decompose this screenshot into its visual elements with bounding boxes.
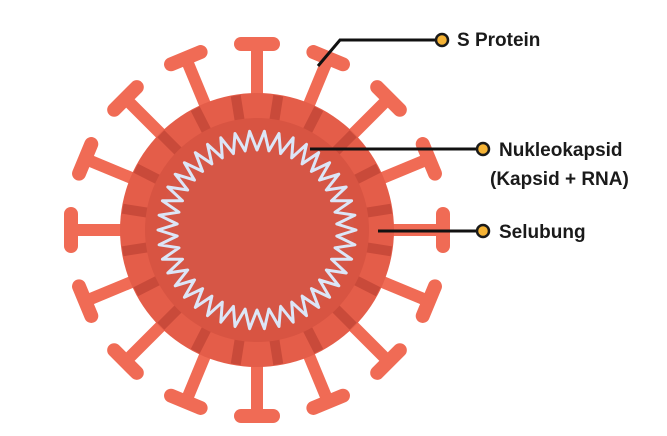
marker-nucleocapsid — [475, 141, 491, 157]
envelope-stripe — [190, 323, 213, 354]
spike — [299, 45, 350, 117]
envelope-stripe — [190, 106, 213, 137]
envelope-stripe — [121, 203, 152, 219]
label-envelope: Selubung — [499, 222, 586, 243]
envelope-stripe — [157, 302, 185, 330]
viral-core — [160, 133, 354, 327]
envelope-stripe — [301, 106, 324, 137]
envelope-stripe — [301, 323, 324, 354]
envelope-stripe — [268, 335, 284, 366]
envelope-stripe — [362, 241, 393, 257]
label-s-protein: S Protein — [457, 30, 541, 51]
spike — [72, 272, 144, 323]
envelope-stripe — [230, 335, 246, 366]
spike — [234, 37, 280, 105]
spike — [234, 355, 280, 423]
envelope-stripe — [329, 302, 357, 330]
spike — [370, 272, 442, 323]
spike — [64, 207, 132, 253]
leader-lines — [310, 38, 481, 233]
envelope-stripe — [121, 241, 152, 257]
marker-s-protein — [434, 32, 450, 48]
label-nucleocapsid-detail: (Kapsid + RNA) — [490, 169, 629, 190]
spike — [164, 45, 215, 117]
leader-line-s-protein — [316, 38, 440, 67]
envelope-stripe — [268, 94, 284, 125]
envelope-stripe — [350, 274, 381, 297]
spike — [164, 343, 215, 415]
envelope-stripe — [230, 94, 246, 125]
spike — [72, 137, 144, 188]
envelope-stripe — [350, 163, 381, 186]
rna-coil — [156, 129, 358, 331]
spike — [299, 343, 350, 415]
marker-envelope — [475, 223, 491, 239]
envelope-stripe — [133, 274, 164, 297]
label-markers — [434, 32, 491, 239]
label-nucleocapsid: Nukleokapsid — [499, 140, 623, 161]
envelope-stripe — [157, 130, 185, 158]
envelope-stripe — [362, 203, 393, 219]
envelope-stripes — [121, 94, 393, 366]
envelope-stripe — [133, 163, 164, 186]
